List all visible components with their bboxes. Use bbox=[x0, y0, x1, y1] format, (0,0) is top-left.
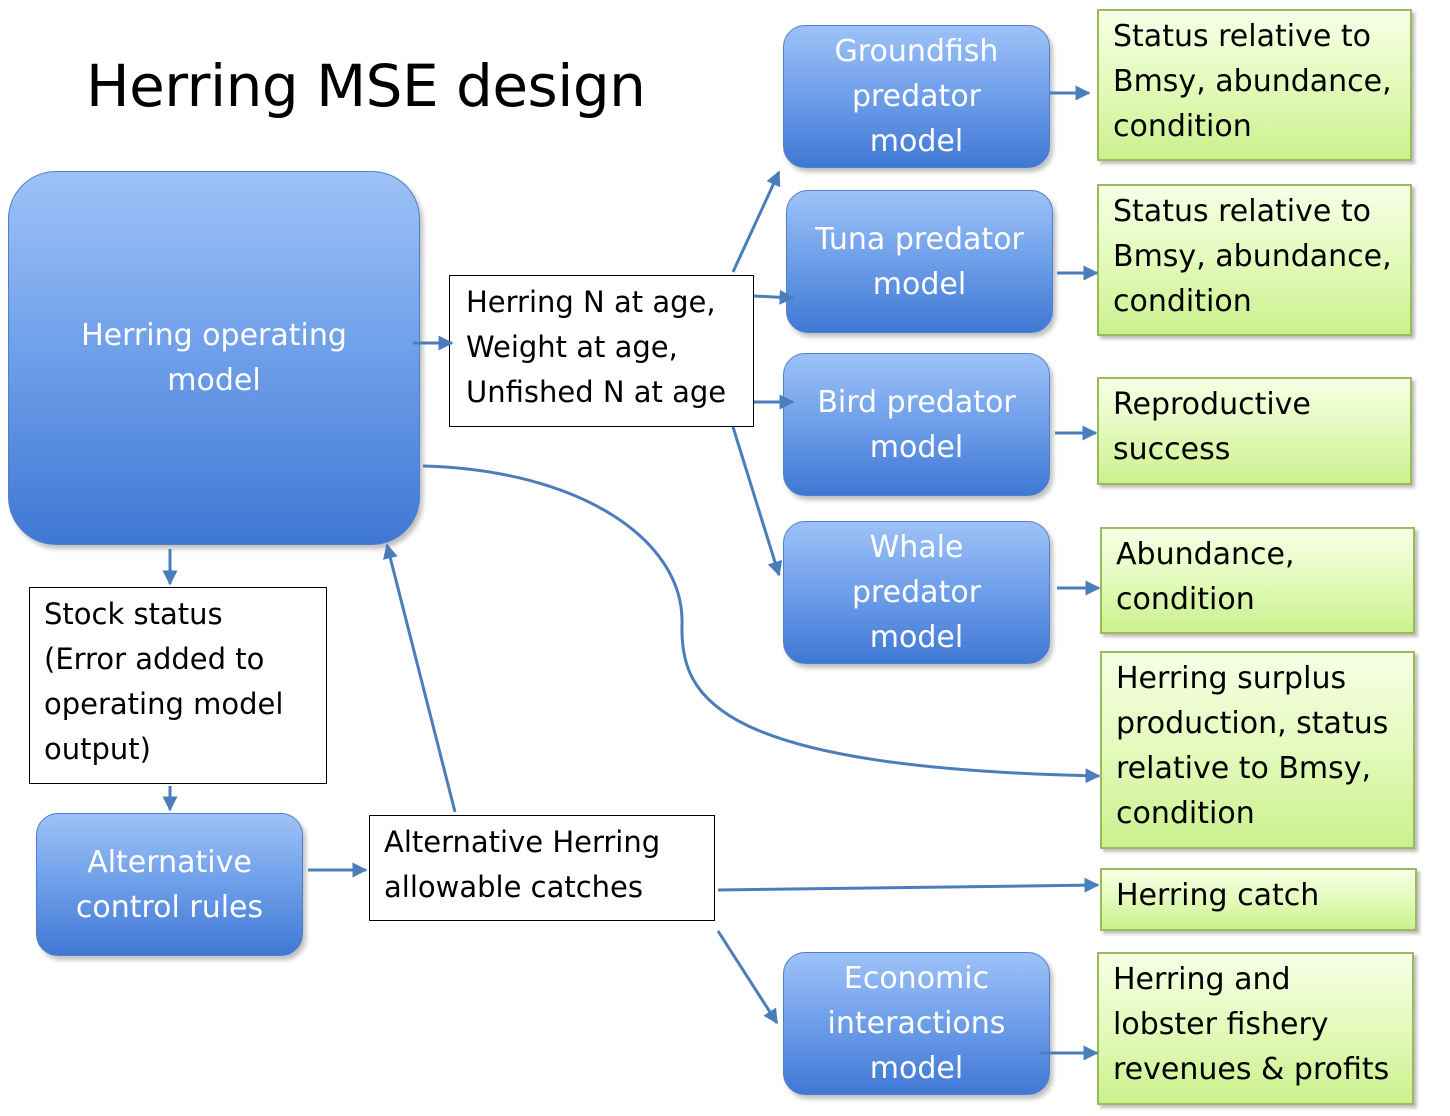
groundfish-predator-model-box[interactable]: Groundfish predator model bbox=[783, 25, 1050, 168]
herring-catch-output-box: Herring catch bbox=[1100, 868, 1417, 931]
arrow-catches-to-herring-catch bbox=[717, 877, 1100, 893]
arrow-operating-to-herring-status bbox=[422, 464, 1101, 784]
economic-interactions-model-label: Economic interactions model bbox=[827, 961, 1006, 1086]
arrow-n-at-age-to-whale bbox=[731, 426, 783, 577]
groundfish-output-box: Status relative to Bmsy, abundance, cond… bbox=[1097, 9, 1412, 161]
herring-operating-model-label: Herring operating model bbox=[81, 318, 347, 398]
arrow-n-at-age-to-groundfish bbox=[731, 170, 781, 273]
bird-output-box: Reproductive success bbox=[1097, 377, 1412, 485]
stock-status-box: Stock status (Error added to operating m… bbox=[29, 587, 327, 784]
tuna-predator-model-label: Tuna predator model bbox=[815, 221, 1024, 302]
groundfish-predator-model-label: Groundfish predator model bbox=[834, 34, 999, 159]
page-title: Herring MSE design bbox=[86, 52, 646, 120]
economic-output-box: Herring and lobster fishery revenues & p… bbox=[1097, 952, 1414, 1105]
arrow-n-at-age-to-tuna bbox=[753, 289, 795, 305]
bird-predator-model-label: Bird predator model bbox=[817, 384, 1016, 465]
whale-predator-model-box[interactable]: Whale predator model bbox=[783, 521, 1050, 664]
whale-output-box: Abundance, condition bbox=[1100, 527, 1415, 634]
alternative-control-rules-label: Alternative control rules bbox=[75, 844, 264, 925]
herring-n-at-age-box: Herring N at age, Weight at age, Unfishe… bbox=[449, 275, 754, 427]
whale-predator-model-label: Whale predator model bbox=[851, 530, 982, 655]
bird-predator-model-box[interactable]: Bird predator model bbox=[783, 353, 1050, 496]
alternative-control-rules-box[interactable]: Alternative control rules bbox=[36, 813, 303, 956]
economic-interactions-model-box[interactable]: Economic interactions model bbox=[783, 952, 1050, 1095]
herring-operating-model-box[interactable]: Herring operating model bbox=[8, 171, 420, 545]
allowable-catches-box: Alternative Herring allowable catches bbox=[369, 815, 715, 921]
arrow-catches-to-economic bbox=[716, 930, 779, 1025]
tuna-predator-model-box[interactable]: Tuna predator model bbox=[786, 190, 1053, 333]
herring-status-output-box: Herring surplus production, status relat… bbox=[1100, 651, 1415, 849]
tuna-output-box: Status relative to Bmsy, abundance, cond… bbox=[1097, 184, 1412, 336]
arrow-catches-to-operating bbox=[383, 543, 457, 813]
